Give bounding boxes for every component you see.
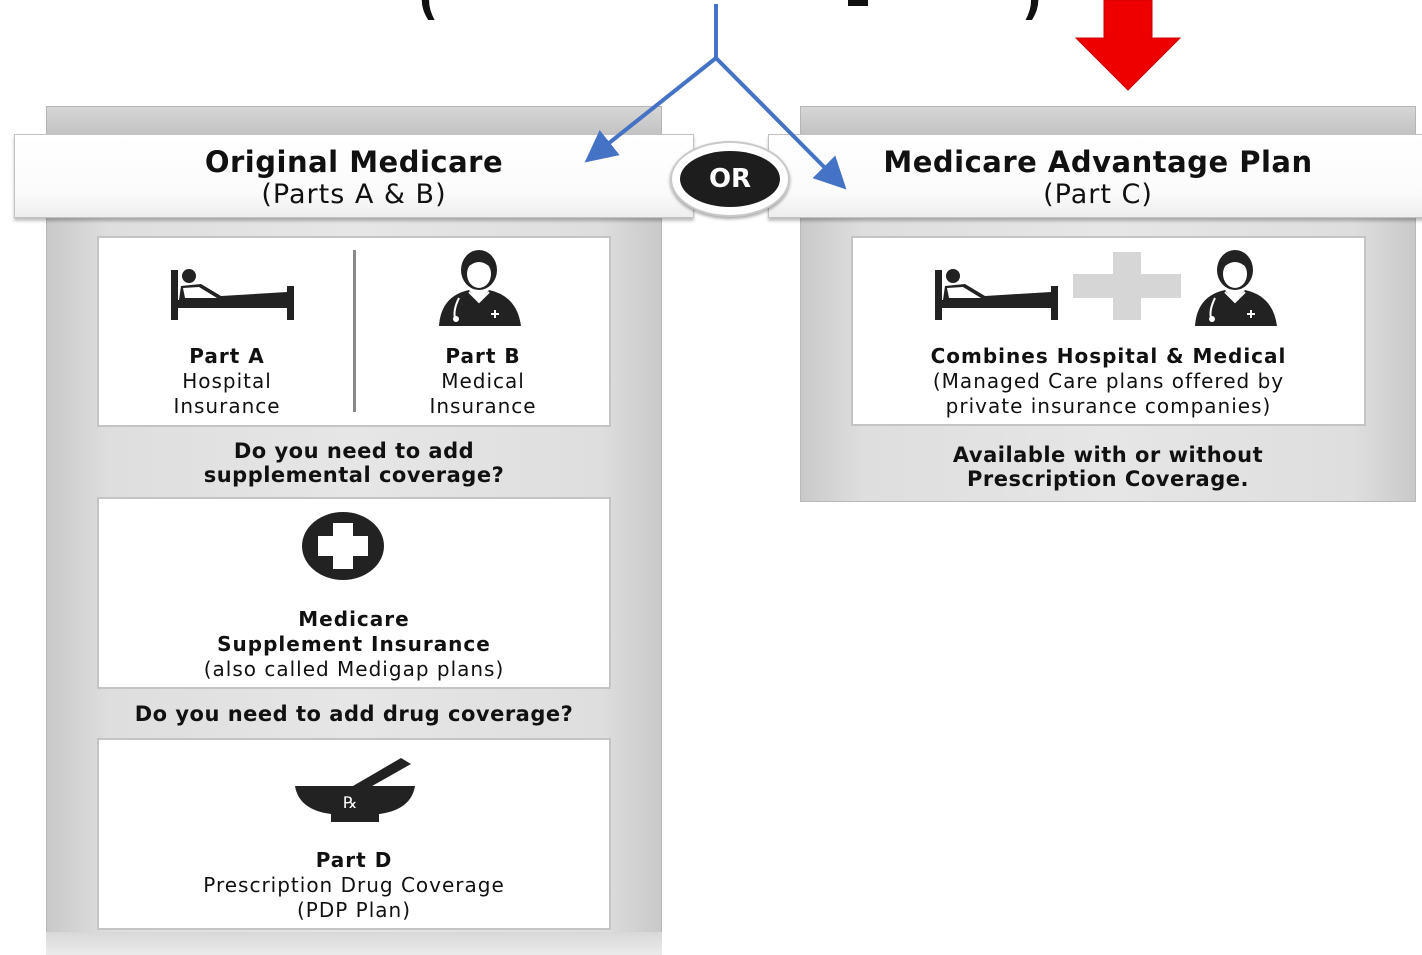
drug-coverage-question: Do you need to add drug coverage? [134,702,574,726]
part-b-line1: Medical [441,369,525,393]
medigap-line1: Medicare [298,607,410,631]
doctor-icon [1195,250,1277,326]
connector-arrows [584,0,1182,190]
advantage-note: Available with or without Prescription C… [800,443,1416,491]
advantage-column-cap [800,106,1416,136]
advantage-card-title: Combines Hospital & Medical [930,344,1287,368]
supplemental-question-line2: supplemental coverage? [203,463,505,487]
or-label: OR [680,151,780,207]
medigap-line2: Supplement Insurance [217,632,491,656]
part-b-title: Part B [445,344,521,368]
right-connector-arrow [714,56,847,190]
medigap-text: Medicare Supplement Insurance (also call… [99,607,609,682]
original-column-bottom [46,932,662,955]
advantage-note-line2: Prescription Coverage. [966,467,1249,491]
red-down-arrow-icon [1074,0,1182,91]
left-connector-arrow [584,56,718,163]
advantage-card-line1: (Managed Care plans offered by [932,369,1285,393]
supplemental-question: Do you need to add supplemental coverage… [97,439,611,487]
top-title-fragment: ( [418,0,438,25]
parts-divider [353,250,356,412]
original-medicare-subtitle: (Parts A & B) [261,179,447,210]
medigap-card: Medicare Supplement Insurance (also call… [97,497,611,689]
advantage-card: Combines Hospital & Medical (Managed Car… [851,236,1366,426]
part-d-line1: Prescription Drug Coverage [203,873,505,897]
doctor-icon [439,250,521,326]
hospital-bed-icon [935,269,1058,320]
top-title-fragment-mid [848,0,868,6]
part-d-title: Part D [315,848,393,872]
part-d-text: Part D Prescription Drug Coverage (PDP P… [99,848,609,923]
medical-cross-icon [302,512,384,580]
part-a-text: Part A Hospital Insurance [99,344,355,419]
part-b-line2: Insurance [429,394,537,418]
advantage-note-line1: Available with or without [952,443,1264,467]
original-column-cap [46,106,662,136]
parts-a-b-card: Part A Hospital Insurance Part B Medical… [97,236,611,427]
supplemental-question-line1: Do you need to add [233,439,475,463]
advantage-banner: Medicare Advantage Plan (Part C) [768,134,1422,218]
advantage-subtitle: (Part C) [1043,179,1153,210]
advantage-card-text: Combines Hospital & Medical (Managed Car… [853,344,1364,419]
original-medicare-title: Original Medicare [204,145,504,179]
advantage-title: Medicare Advantage Plan [883,145,1313,179]
medigap-line3: (also called Medigap plans) [203,657,505,681]
part-d-line2: (PDP Plan) [296,898,412,922]
or-badge: OR [670,141,790,217]
plus-icon [1073,252,1181,320]
hospital-bed-icon [171,269,294,320]
svg-text:℞: ℞ [343,793,357,812]
part-b-text: Part B Medical Insurance [355,344,611,419]
advantage-card-line2: private insurance companies) [945,394,1272,418]
part-a-line1: Hospital [182,369,272,393]
mortar-pestle-rx-icon: ℞ [295,758,415,822]
part-d-card: ℞ Part D Prescription Drug Coverage (PDP… [97,738,611,930]
part-a-title: Part A [189,344,265,368]
original-medicare-banner: Original Medicare (Parts A & B) [14,134,694,218]
top-title-fragment-right: ) [1022,0,1042,25]
part-a-line2: Insurance [173,394,281,418]
